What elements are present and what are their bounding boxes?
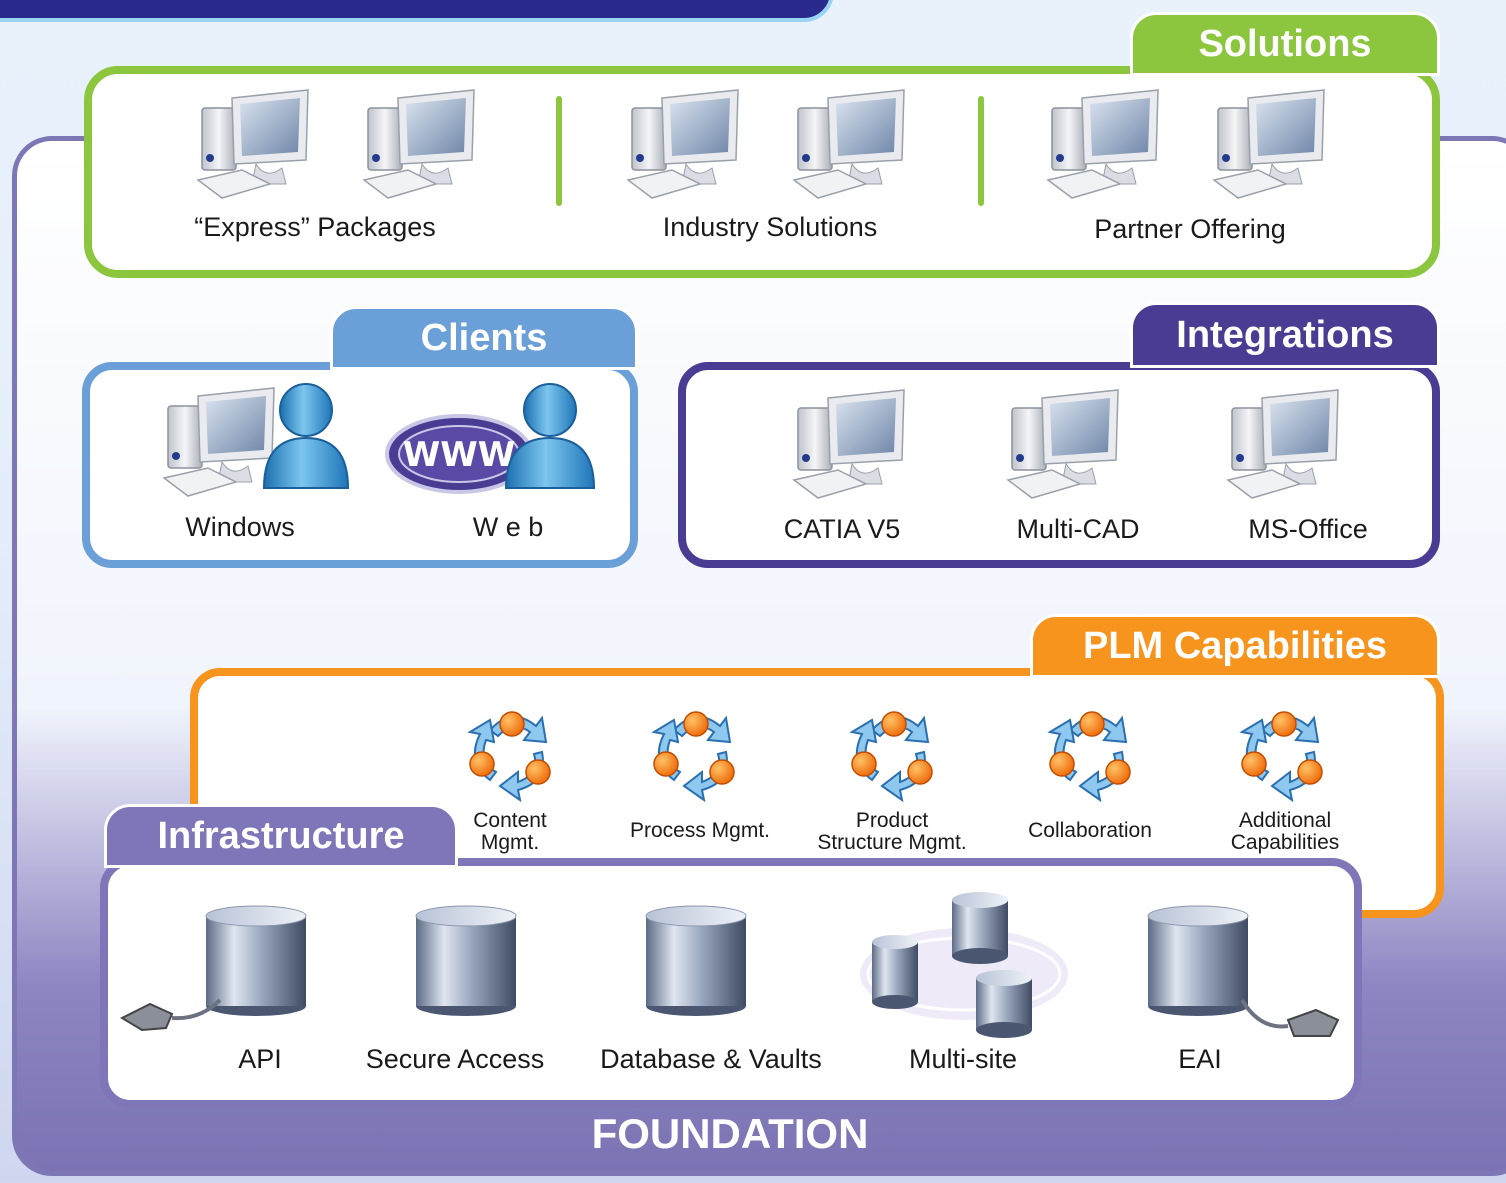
top-bar-fragment bbox=[0, 0, 834, 22]
person-icon bbox=[500, 380, 600, 495]
infrastructure-label: EAI bbox=[1178, 1044, 1222, 1074]
solutions-group-label: Industry Solutions bbox=[662, 212, 878, 242]
computer-icon bbox=[1226, 388, 1346, 505]
cable-connector-icon bbox=[119, 990, 230, 1045]
person-icon bbox=[258, 380, 354, 495]
solutions-divider bbox=[978, 96, 984, 206]
client-label: W e b bbox=[472, 512, 544, 542]
database-cylinder-icon bbox=[1146, 905, 1250, 1021]
cycle-arrows-icon bbox=[460, 700, 564, 809]
cycle-arrows-icon bbox=[842, 700, 946, 809]
infrastructure-tab: Infrastructure bbox=[104, 804, 458, 868]
integrations-tab: Integrations bbox=[1130, 302, 1440, 368]
clients-tab: Clients bbox=[330, 306, 638, 370]
computer-icon bbox=[362, 88, 482, 205]
integration-label: CATIA V5 bbox=[783, 514, 901, 544]
computer-icon bbox=[1212, 88, 1332, 205]
cycle-arrows-icon bbox=[1232, 700, 1336, 809]
infrastructure-label: Secure Access bbox=[365, 1044, 545, 1074]
computer-icon bbox=[626, 88, 746, 205]
multi-site-icon bbox=[854, 890, 1074, 1055]
plm-label: Collaboration bbox=[1028, 819, 1152, 842]
infrastructure-label: API bbox=[238, 1044, 282, 1074]
client-label: Windows bbox=[185, 512, 295, 542]
database-cylinder-icon bbox=[414, 905, 518, 1021]
solutions-panel bbox=[84, 66, 1440, 278]
database-cylinder-icon bbox=[644, 905, 748, 1021]
computer-icon bbox=[196, 88, 316, 205]
database-cylinder-icon bbox=[204, 905, 308, 1021]
www-icon: WWW bbox=[384, 412, 534, 501]
cable-connector-icon bbox=[1232, 990, 1342, 1055]
integration-label: Multi-CAD bbox=[1016, 514, 1140, 544]
computer-icon bbox=[792, 88, 912, 205]
solutions-divider bbox=[556, 96, 562, 206]
infrastructure-label: Multi-site bbox=[908, 1044, 1017, 1074]
computer-icon bbox=[1046, 88, 1166, 205]
solutions-group-label: Partner Offering bbox=[1094, 214, 1286, 244]
svg-text:WWW: WWW bbox=[403, 435, 516, 475]
solutions-tab: Solutions bbox=[1130, 12, 1440, 76]
computer-icon bbox=[1006, 388, 1126, 505]
integration-label: MS-Office bbox=[1248, 514, 1368, 544]
computer-icon bbox=[162, 386, 282, 503]
plm-label: Process Mgmt. bbox=[629, 819, 771, 842]
foundation-title: FOUNDATION bbox=[591, 1110, 869, 1157]
infrastructure-label: Database & Vaults bbox=[600, 1044, 822, 1074]
plm-tab: PLM Capabilities bbox=[1030, 614, 1440, 678]
cycle-arrows-icon bbox=[1040, 700, 1144, 809]
solutions-group-label: “Express” Packages bbox=[194, 212, 436, 242]
cycle-arrows-icon bbox=[644, 700, 748, 809]
computer-icon bbox=[792, 388, 912, 505]
